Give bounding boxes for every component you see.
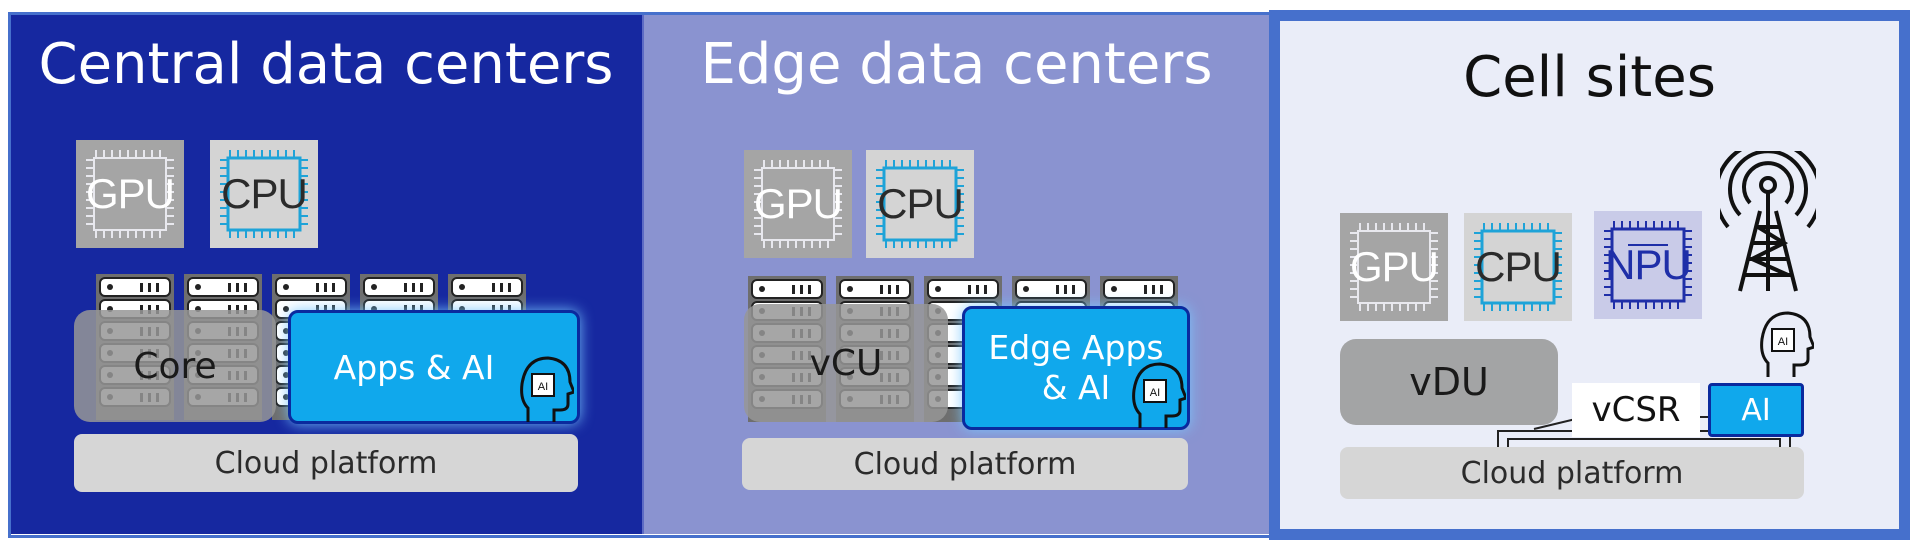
- edge-data-centers-panel: Edge data centers GPU CPU: [642, 14, 1269, 534]
- edge-apps-label-line2: & AI: [1041, 368, 1111, 407]
- edge-apps-label-line1: Edge Apps: [988, 328, 1164, 367]
- apps-ai-label: Apps & AI: [333, 347, 495, 387]
- npu-label: NPU: [1605, 241, 1692, 288]
- central-data-centers-panel: Central data centers GPU CPU: [10, 14, 642, 534]
- apps-ai-box: Apps & AI: [288, 310, 580, 424]
- vdu-box: vDU: [1340, 339, 1558, 425]
- cpu-label: CPU: [1475, 243, 1562, 290]
- core-box: Core: [74, 310, 276, 422]
- cell-tower-icon: [1720, 151, 1816, 292]
- gpu-chip-icon: GPU: [744, 150, 852, 258]
- vcsr-box: vCSR: [1572, 383, 1700, 437]
- npu-chip-icon: NPU: [1594, 211, 1702, 319]
- cpu-label: CPU: [877, 180, 964, 227]
- gpu-label: GPU: [753, 180, 843, 227]
- central-cloud-platform: Cloud platform: [74, 434, 578, 492]
- cpu-chip-icon: CPU: [210, 140, 318, 248]
- chip-ai-text: AI: [1150, 387, 1160, 399]
- cell-title: Cell sites: [1463, 45, 1716, 110]
- ai-head-icon: AI: [1132, 362, 1186, 428]
- cpu-chip-icon: CPU: [866, 150, 974, 258]
- chip-ai-text: AI: [538, 381, 548, 393]
- gpu-label: GPU: [1349, 243, 1439, 290]
- cpu-chip-icon: CPU: [1464, 213, 1572, 321]
- gpu-label: GPU: [85, 170, 175, 217]
- gpu-chip-icon: GPU: [1340, 213, 1448, 321]
- gpu-chip-icon: GPU: [76, 140, 184, 248]
- cell-ai-box: AI: [1708, 383, 1804, 437]
- edge-cloud-platform: Cloud platform: [742, 438, 1188, 490]
- vcu-box: vCU: [744, 304, 948, 422]
- ai-head-icon: AI: [1760, 311, 1814, 377]
- cpu-label: CPU: [221, 170, 308, 217]
- cell-sites-panel: Cell sites GPU CPU: [1269, 10, 1910, 540]
- edge-apps-ai-box: Edge Apps & AI: [962, 306, 1190, 430]
- chip-ai-text: AI: [1778, 336, 1788, 348]
- ai-head-icon: AI: [520, 356, 574, 422]
- edge-title: Edge data centers: [700, 32, 1213, 97]
- central-title: Central data centers: [38, 32, 614, 97]
- cell-cloud-platform: Cloud platform: [1340, 447, 1804, 499]
